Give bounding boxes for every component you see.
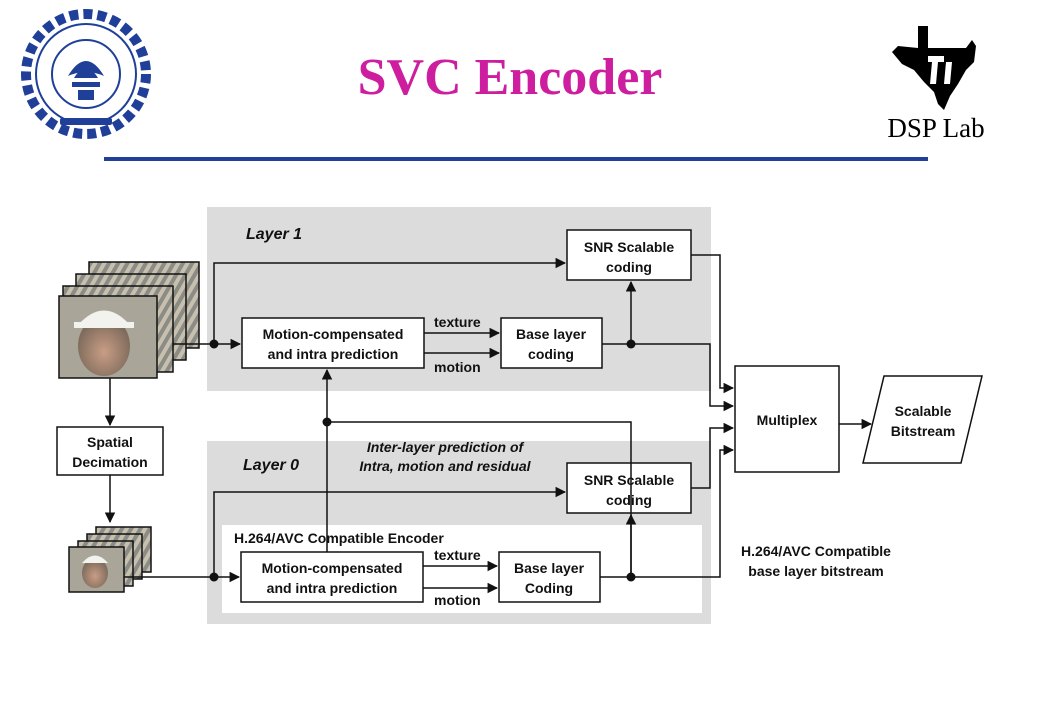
multiplex-label: Multiplex (757, 412, 818, 428)
layer1-video-frames (58, 261, 200, 379)
snr0-to-mux-arrow (691, 422, 735, 489)
layer1-snr-line2: coding (606, 259, 652, 275)
layer0-mc-box (240, 551, 424, 603)
dsp-lab-label: DSP Lab (887, 113, 985, 143)
layer1-mc-line2: and intra prediction (268, 346, 399, 362)
layer1-base-line1: Base layer (516, 326, 587, 342)
layer1-snr-box (566, 229, 692, 281)
institute-seal-logo (21, 9, 151, 139)
junction-dot (322, 417, 332, 427)
baselayer-bitstream-line1: H.264/AVC Compatible (741, 543, 891, 559)
junction-dot (626, 339, 636, 349)
snr1-to-mux-arrow (691, 254, 735, 394)
layer0-texture-label: texture (434, 547, 481, 563)
interlayer-line1: Inter-layer prediction of (367, 439, 525, 455)
bitstream-line1: Scalable (895, 403, 952, 419)
avc-encoder-label: H.264/AVC Compatible Encoder (234, 530, 444, 546)
layer0-base-line2: Coding (525, 580, 573, 596)
bypass-to-snr1-arrow (213, 257, 567, 344)
junction-dot (209, 339, 219, 349)
layer0-label: Layer 0 (243, 457, 299, 474)
ti-texas-logo (892, 26, 976, 110)
layer0-mc-line1: Motion-compensated (262, 560, 403, 576)
layer0-mc-line2: and intra prediction (267, 580, 398, 596)
layer1-base-box (500, 317, 603, 369)
layer1-base-line2: coding (528, 346, 574, 362)
layer0-video-frames (68, 526, 152, 593)
multiplex-box (734, 365, 840, 473)
junction-dot (626, 572, 636, 582)
layer1-mc-line1: Motion-compensated (263, 326, 404, 342)
interlayer-line2: Intra, motion and residual (359, 458, 531, 474)
layer1-texture-label: texture (434, 314, 481, 330)
base1-to-mux-arrow (602, 343, 735, 412)
layer0-snr-line2: coding (606, 492, 652, 508)
decimation-line2: Decimation (72, 454, 147, 470)
layer1-motion-label: motion (434, 359, 481, 375)
layer0-motion-label: motion (434, 592, 481, 608)
scalable-bitstream-shape (862, 375, 983, 464)
layer0-snr-box (566, 462, 692, 514)
decimation-line1: Spatial (87, 434, 133, 450)
layer1-label: Layer 1 (246, 226, 302, 243)
bitstream-line2: Bitstream (891, 423, 956, 439)
spatial-decimation-box (56, 426, 164, 476)
title-underline (104, 157, 928, 161)
layer0-snr-line1: SNR Scalable (584, 472, 674, 488)
layer1-mc-box (241, 317, 425, 369)
layer0-base-line1: Base layer (514, 560, 585, 576)
base0-to-mux-arrow (600, 444, 735, 578)
slide-title: SVC Encoder (357, 49, 663, 106)
layer1-snr-line1: SNR Scalable (584, 239, 674, 255)
baselayer-bitstream-line2: base layer bitstream (748, 563, 883, 579)
junction-dot (209, 572, 219, 582)
bypass-to-snr0-arrow (213, 486, 567, 577)
